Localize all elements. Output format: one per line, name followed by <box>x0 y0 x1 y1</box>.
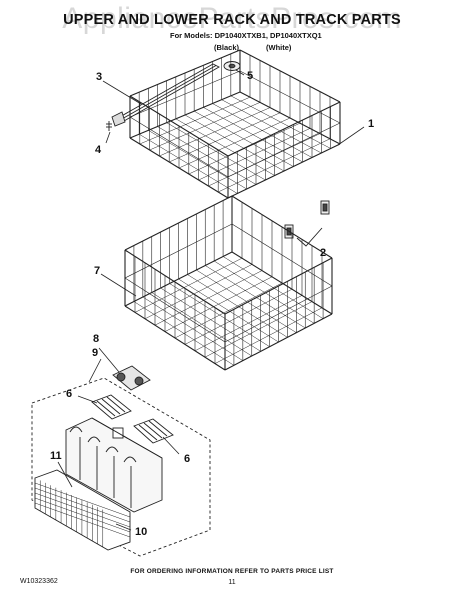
callout-10: 10 <box>135 526 148 538</box>
callout-9: 9 <box>92 347 99 359</box>
part-6-basket-cover-left <box>91 394 132 420</box>
part-3-track-rail <box>111 63 220 127</box>
part-1-upper-rack <box>129 49 341 199</box>
callout-6-right: 6 <box>184 453 191 465</box>
leader-lines <box>57 69 365 531</box>
models-line: For Models: DP1040XTXB1, DP1040XTXQ1 <box>170 31 322 40</box>
callout-6-left: 6 <box>66 388 73 400</box>
callout-4: 4 <box>95 144 102 156</box>
part-8-wheel-assembly <box>112 365 151 391</box>
callout-3: 3 <box>96 71 103 83</box>
part-7-lower-rack <box>124 195 333 371</box>
callout-11: 11 <box>50 450 62 462</box>
part-2-roller-clips <box>284 200 330 247</box>
part-11-silverware-basket <box>65 417 163 513</box>
page-number: 11 <box>228 579 236 586</box>
document-number: W10323362 <box>20 578 58 585</box>
part-4-screw <box>106 121 112 131</box>
callout-5: 5 <box>247 70 254 82</box>
callout-2: 2 <box>320 247 327 259</box>
callout-7: 7 <box>94 265 101 277</box>
part-5-end-cap <box>223 61 241 71</box>
color-label-black: (Black) <box>214 43 240 52</box>
page-title: UPPER AND LOWER RACK AND TRACK PARTS <box>63 12 401 28</box>
basket-group-outline <box>31 377 211 557</box>
color-label-white: (White) <box>266 43 292 52</box>
part-6-basket-cover-right <box>133 418 174 444</box>
ordering-note: FOR ORDERING INFORMATION REFER TO PARTS … <box>130 568 334 575</box>
callout-8: 8 <box>93 333 100 345</box>
callout-1: 1 <box>368 118 375 130</box>
part-10-basket-grid <box>34 469 131 551</box>
